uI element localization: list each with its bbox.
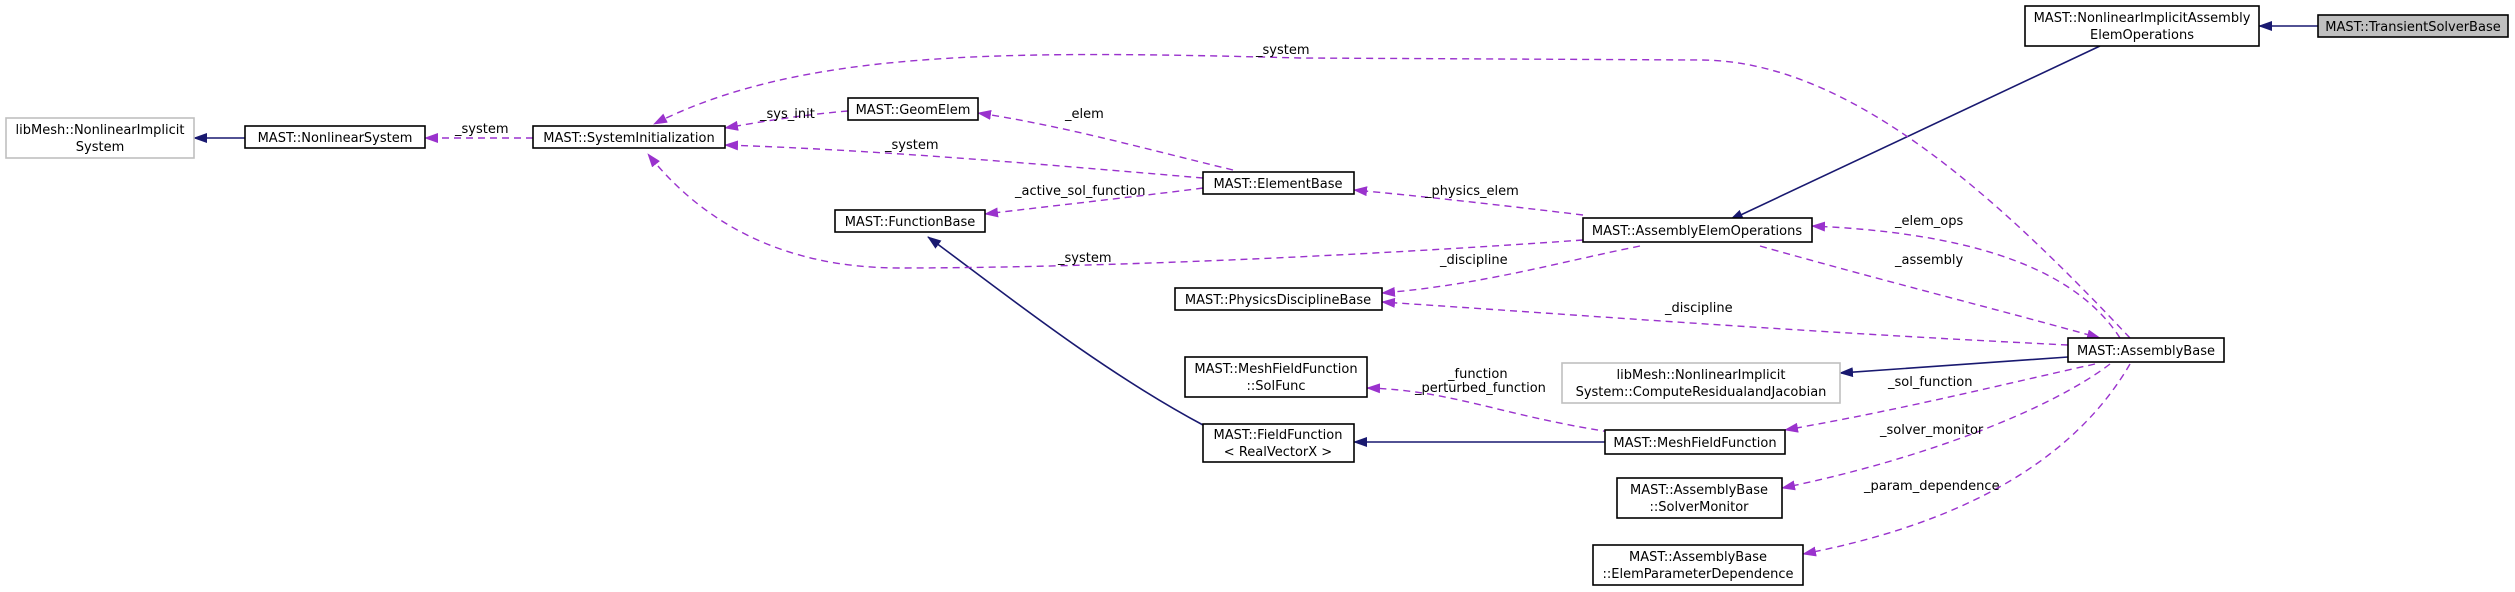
edge-assembly xyxy=(1759,245,2101,340)
edge-label-active-sol-function: _active_sol_function xyxy=(1014,184,1145,199)
edge-system-top xyxy=(653,53,2131,339)
node-label-line-2: < RealVectorX > xyxy=(1224,445,1332,460)
node-system-initialization[interactable]: MAST::SystemInitialization xyxy=(532,125,726,149)
node-transient-solver-base[interactable]: MAST::TransientSolverBase xyxy=(2317,14,2509,38)
edge-aeo-to-nlia xyxy=(1729,45,2101,221)
node-label-line-1: MAST::NonlinearImplicitAssembly xyxy=(2034,11,2251,26)
node-label-line-1: MAST::FieldFunction xyxy=(1214,428,1343,443)
node-label: MAST::AssemblyElemOperations xyxy=(1592,224,1802,239)
node-function-base[interactable]: MAST::FunctionBase xyxy=(834,209,986,233)
node-label-line-2: ElemOperations xyxy=(2090,28,2194,43)
node-label: MAST::ElementBase xyxy=(1213,177,1342,192)
edge-elem xyxy=(977,109,1234,171)
edge-label-sys-init: _sys_init xyxy=(759,107,815,122)
node-label-line-1: MAST::AssemblyBase xyxy=(1630,483,1768,498)
edge-label-system-eb: _system xyxy=(884,138,939,153)
node-label-line-1: MAST::MeshFieldFunction xyxy=(1194,362,1357,377)
node-nonlinear-implicit-assembly-elem-operations[interactable]: MAST::NonlinearImplicitAssembly ElemOper… xyxy=(2024,5,2260,47)
edge-sys-init xyxy=(724,110,849,131)
edge-system-aeo xyxy=(647,153,1584,269)
node-libmesh-nonlinear-implicit-system[interactable]: libMesh::NonlinearImplicit System xyxy=(5,117,195,159)
node-nonlinear-system[interactable]: MAST::NonlinearSystem xyxy=(244,125,426,149)
node-label: MAST::GeomElem xyxy=(856,103,971,118)
edge-labels: _system _system _sys_init _elem _system … xyxy=(454,43,2000,494)
node-libmesh-compute-residual-and-jacobian[interactable]: libMesh::NonlinearImplicit System::Compu… xyxy=(1561,362,1841,404)
edge-label-param-dependence: _param_dependence xyxy=(1863,479,2000,494)
node-label-line-2: ::SolFunc xyxy=(1247,379,1306,394)
edge-label-elem: _elem xyxy=(1064,107,1104,122)
node-label-line-2: System xyxy=(76,140,124,155)
edge-discipline-aeo xyxy=(1381,245,1641,297)
node-label-line-2: ::SolverMonitor xyxy=(1649,500,1749,515)
edge-label-physics-elem: _physics_elem xyxy=(1424,184,1519,199)
edge-sol-function xyxy=(1784,363,2096,433)
node-field-function-real-vector-x[interactable]: MAST::FieldFunction < RealVectorX > xyxy=(1202,423,1355,463)
node-assembly-base[interactable]: MAST::AssemblyBase xyxy=(2067,337,2225,363)
node-assembly-base-elem-parameter-dependence[interactable]: MAST::AssemblyBase ::ElemParameterDepend… xyxy=(1592,544,1804,586)
node-label: MAST::TransientSolverBase xyxy=(2325,20,2500,35)
node-physics-discipline-base[interactable]: MAST::PhysicsDisciplineBase xyxy=(1174,287,1383,311)
node-label: MAST::MeshFieldFunction xyxy=(1613,436,1776,451)
edge-label-perturbed-function: _perturbed_function xyxy=(1414,381,1546,396)
edge-field-function-to-function-base xyxy=(927,236,1204,426)
node-label-line-1: libMesh::NonlinearImplicit xyxy=(1617,368,1786,383)
edge-system-eb xyxy=(724,140,1204,179)
edge-label-system-aeo: _system xyxy=(1057,251,1112,266)
node-label-line-1: libMesh::NonlinearImplicit xyxy=(16,123,185,138)
edge-label-function: _function xyxy=(1447,367,1508,382)
node-label-line-2: System::ComputeResidualandJacobian xyxy=(1576,385,1827,400)
node-label: MAST::FunctionBase xyxy=(845,215,976,230)
edge-assembly-base-to-libmesh-compute xyxy=(1839,356,2069,378)
edge-active-sol-function xyxy=(984,187,1204,218)
node-mesh-field-function[interactable]: MAST::MeshFieldFunction xyxy=(1604,429,1786,455)
node-label: MAST::NonlinearSystem xyxy=(258,131,413,146)
edge-label-discipline-aeo: _discipline xyxy=(1439,253,1508,268)
edge-label-solver-monitor: _solver_monitor xyxy=(1879,423,1984,438)
node-label: MAST::SystemInitialization xyxy=(543,131,714,146)
node-element-base[interactable]: MAST::ElementBase xyxy=(1202,171,1355,195)
node-label-line-1: MAST::AssemblyBase xyxy=(1629,550,1767,565)
edge-label-elem-ops: _elem_ops xyxy=(1894,214,1963,229)
edge-label-system-ns: _system xyxy=(454,122,509,137)
edge-label-system-top: _system xyxy=(1255,43,1310,58)
node-mesh-field-function-sol-func[interactable]: MAST::MeshFieldFunction ::SolFunc xyxy=(1184,356,1368,398)
node-label: MAST::PhysicsDisciplineBase xyxy=(1185,293,1371,308)
edge-function xyxy=(1366,383,1611,433)
edge-param-dependence xyxy=(1802,363,2131,557)
node-assembly-elem-operations[interactable]: MAST::AssemblyElemOperations xyxy=(1582,217,1813,243)
node-geom-elem[interactable]: MAST::GeomElem xyxy=(847,97,979,121)
edge-physics-elem xyxy=(1353,186,1584,216)
edge-label-discipline-ab: _discipline xyxy=(1664,301,1733,316)
edge-elem-ops xyxy=(1811,221,2121,339)
edge-discipline-ab xyxy=(1381,297,2069,346)
node-label: MAST::AssemblyBase xyxy=(2077,344,2215,359)
node-label-line-2: ::ElemParameterDependence xyxy=(1602,567,1793,582)
edge-label-assembly: _assembly xyxy=(1894,253,1964,268)
edges xyxy=(193,21,2318,557)
nodes: MAST::NonlinearImplicitAssembly ElemOper… xyxy=(5,5,2509,586)
node-assembly-base-solver-monitor[interactable]: MAST::AssemblyBase ::SolverMonitor xyxy=(1616,477,1783,519)
edge-label-sol-function: _sol_function xyxy=(1887,375,1972,390)
